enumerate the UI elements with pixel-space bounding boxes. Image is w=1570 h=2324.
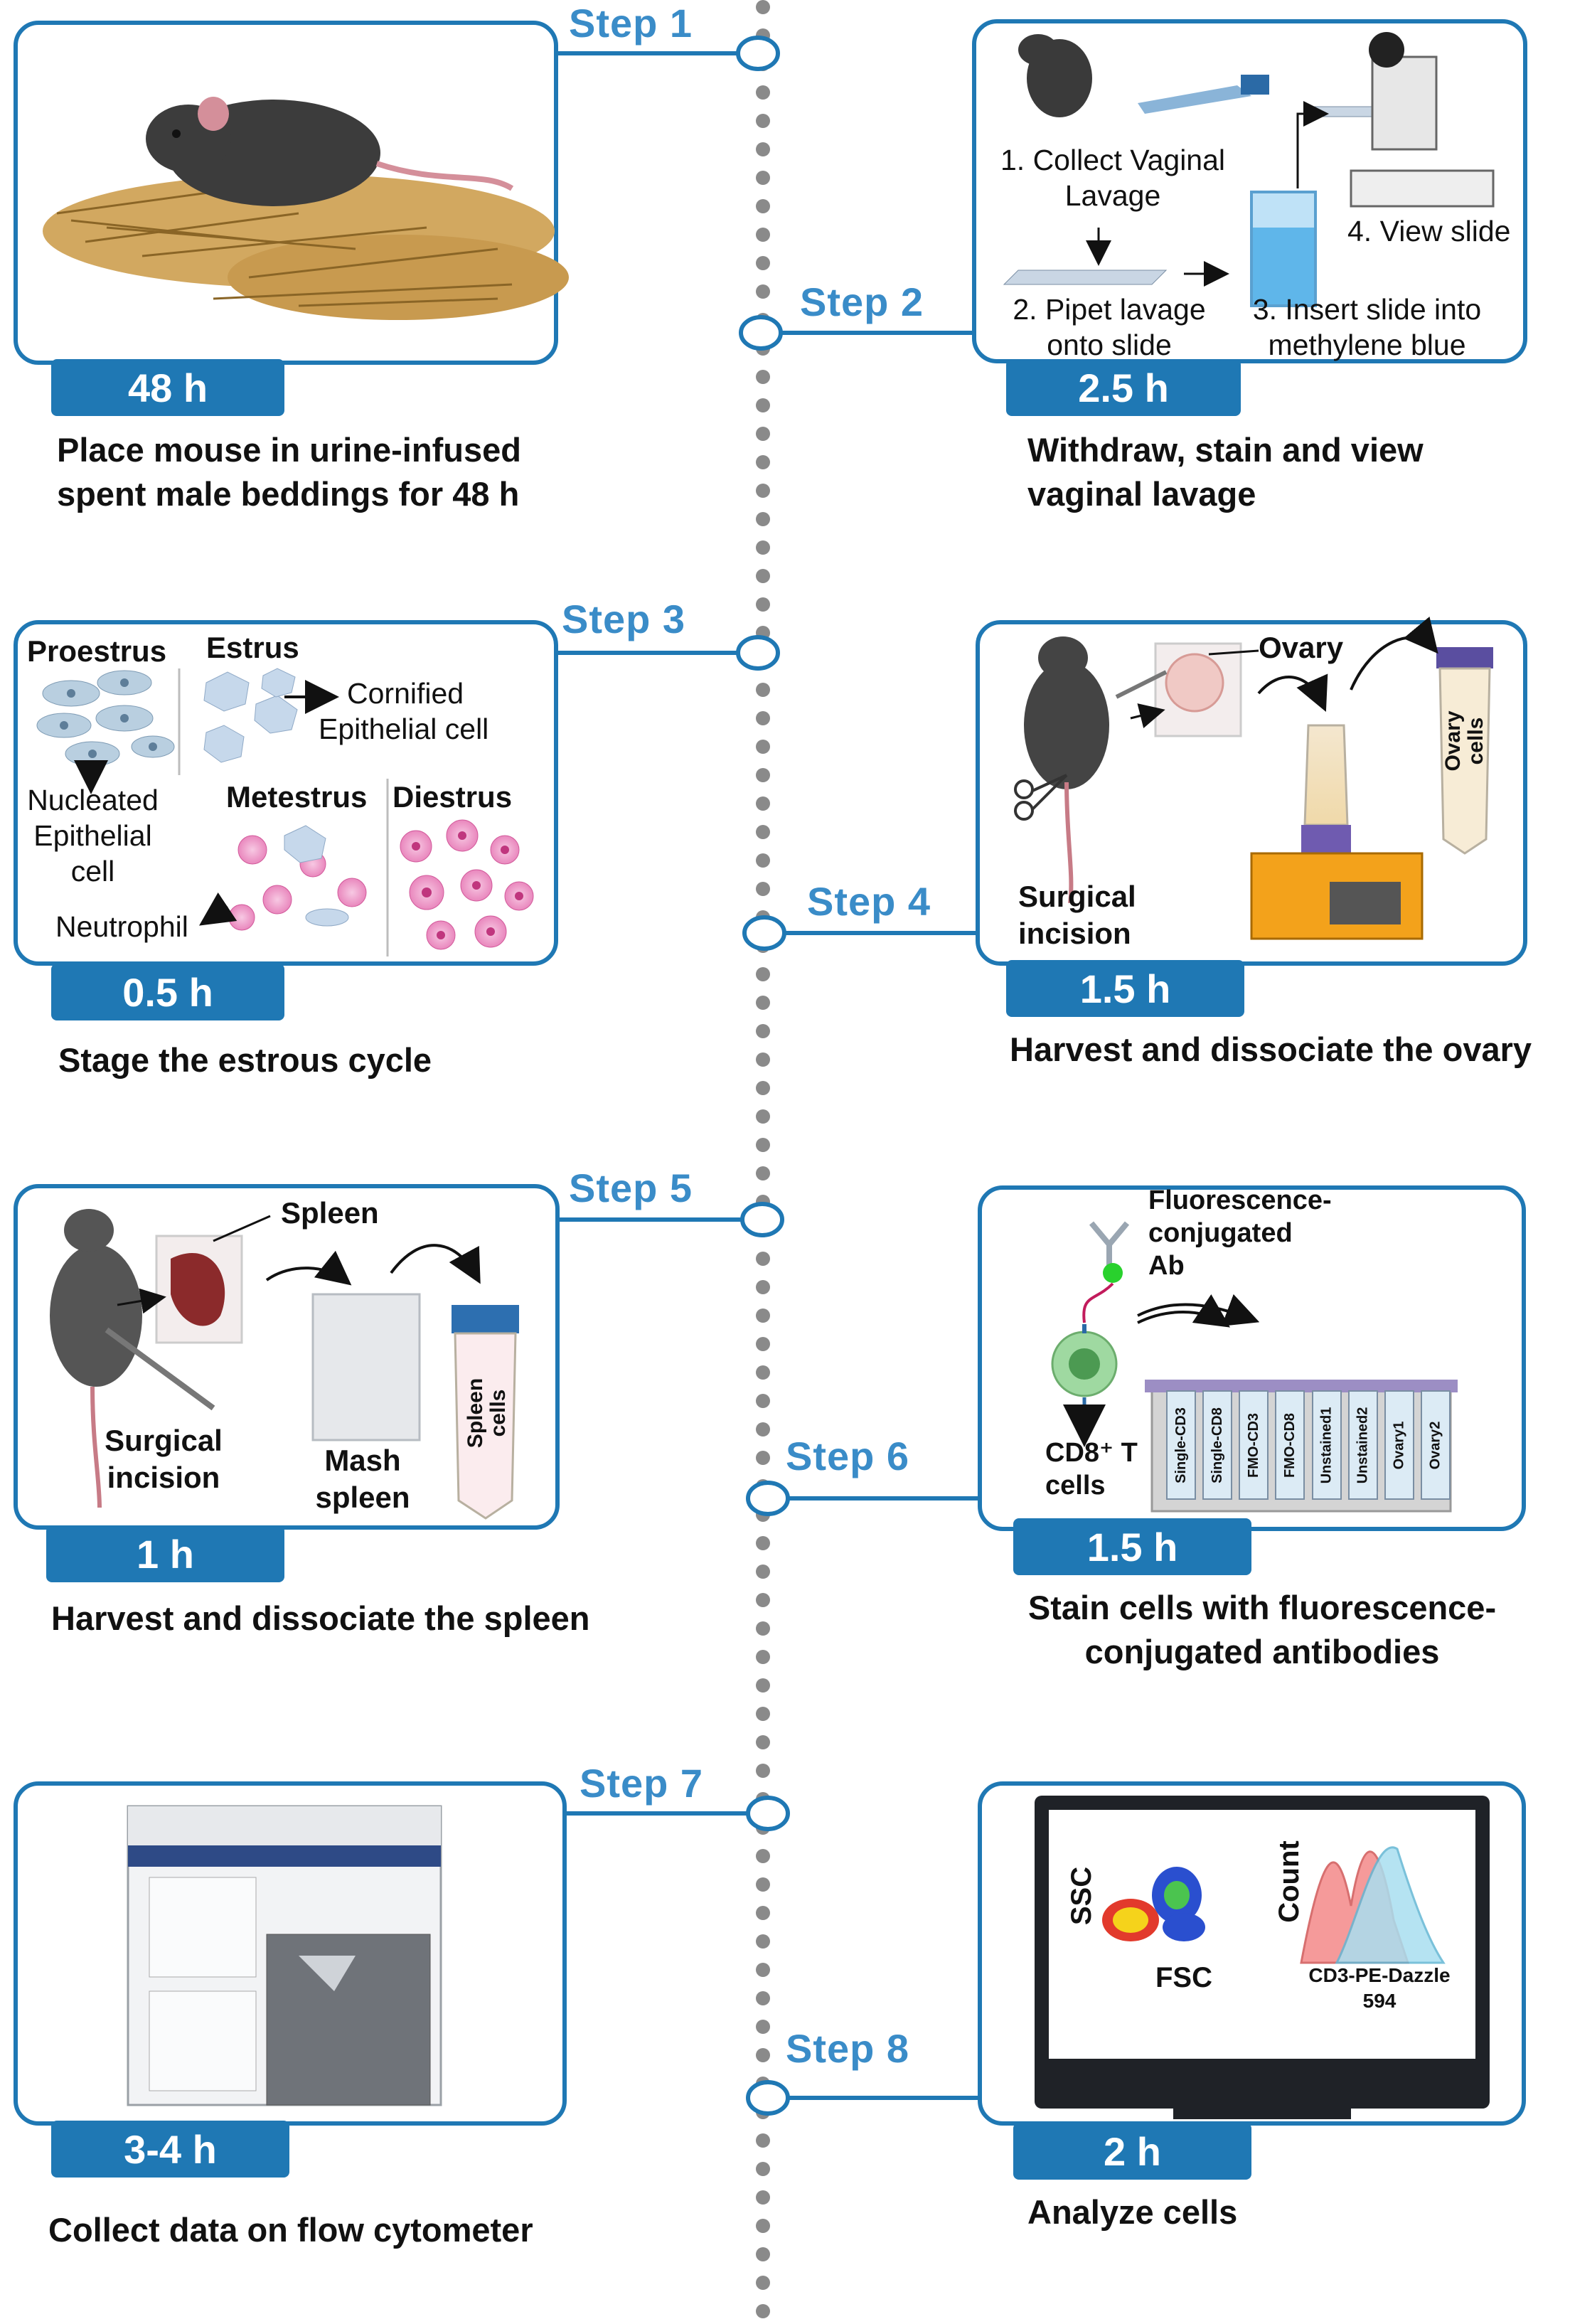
sample-tube: Unstained2	[1347, 1390, 1378, 1500]
mash-spleen-label: Mash spleen	[315, 1444, 410, 1514]
caption-step6: Stain cells with fluorescence- conjugate…	[1027, 1589, 1497, 1670]
caption-step7: Collect data on flow cytometer	[48, 2211, 533, 2249]
antibody-label: Fluorescence- conjugated Ab	[1148, 1185, 1332, 1281]
step7-illustration	[127, 1805, 442, 2106]
ovary-tube-label: Ovary cells	[1441, 710, 1488, 772]
duration-badge-step4: 1.5 h	[1006, 960, 1244, 1017]
caption-step5: Harvest and dissociate the spleen	[51, 1599, 590, 1637]
neutrophil-label: Neutrophil	[55, 910, 188, 943]
step3-illustration	[36, 668, 534, 956]
caption-step3: Stage the estrous cycle	[58, 1041, 432, 1079]
step-4-label: Step 4	[807, 879, 931, 924]
ssc-axis-label: SSC	[1066, 1866, 1098, 1926]
insert-slide-label: 3. Insert slide into methylene blue	[1252, 293, 1482, 361]
caption-step1: Place mouse in urine-infused spent male …	[57, 431, 521, 513]
caption-step8: Analyze cells	[1027, 2193, 1238, 2231]
step5-illustration	[50, 1209, 519, 1520]
surgical-incision-label-step5: Surgical incision	[105, 1424, 223, 1494]
step-8-label: Step 8	[786, 2026, 910, 2071]
metestrus-label: Metestrus	[226, 780, 368, 814]
duration-badge-step1: 48 h	[51, 359, 284, 416]
duration-badge-step8: 2 h	[1013, 2123, 1251, 2180]
spleen-tube-label: Spleen cells	[464, 1377, 510, 1449]
step8-illustration	[1035, 1796, 1490, 2119]
diestrus-label: Diestrus	[392, 780, 513, 814]
sample-tube: Ovary1	[1384, 1390, 1414, 1500]
surgical-incision-label-step4: Surgical incision	[1018, 880, 1136, 950]
fsc-axis-label: FSC	[1155, 1962, 1212, 1993]
step1-illustration	[43, 97, 569, 320]
step-6-label: Step 6	[786, 1434, 910, 1478]
timeline-nodes	[555, 36, 981, 2116]
sample-tube: FMO-CD8	[1275, 1390, 1305, 1500]
step2-illustration	[1003, 32, 1495, 307]
duration-badge-step6: 1.5 h	[1013, 1518, 1251, 1575]
ovary-label: Ovary	[1259, 631, 1344, 664]
duration-badge-step2: 2.5 h	[1006, 359, 1241, 416]
caption-step4: Harvest and dissociate the ovary	[1010, 1030, 1532, 1068]
step4-illustration	[1014, 616, 1493, 940]
histogram-axis-label: CD3-PE-Dazzle 594	[1308, 1964, 1451, 2012]
collect-lavage-label: 1. Collect Vaginal Lavage	[1000, 144, 1226, 212]
proestrus-label: Proestrus	[27, 634, 167, 668]
step-1-label: Step 1	[569, 1, 693, 46]
step-3-label: Step 3	[562, 597, 686, 641]
duration-badge-step7: 3-4 h	[51, 2121, 289, 2178]
step-7-label: Step 7	[580, 1761, 704, 1806]
sample-tube: Unstained1	[1311, 1390, 1342, 1500]
tube-rack: Single-CD3 Single-CD8 FMO-CD3 FMO-CD8 Un…	[1166, 1390, 1451, 1500]
caption-step2: Withdraw, stain and view vaginal lavage	[1027, 431, 1424, 513]
count-axis-label: Count	[1273, 1840, 1305, 1923]
pipet-lavage-label: 2. Pipet lavage onto slide	[1013, 293, 1206, 361]
sample-tube: Single-CD3	[1166, 1390, 1196, 1500]
sample-tube: FMO-CD3	[1239, 1390, 1269, 1500]
nucleated-label: Nucleated Epithelial cell	[27, 784, 159, 888]
estrus-label: Estrus	[206, 631, 299, 664]
view-slide-label: 4. View slide	[1347, 215, 1511, 247]
cd8-t-cells-label: CD8⁺ T cells	[1045, 1438, 1138, 1501]
cornified-label: Cornified Epithelial cell	[319, 677, 489, 745]
step-5-label: Step 5	[569, 1166, 693, 1210]
sample-tube: Single-CD8	[1202, 1390, 1233, 1500]
duration-badge-step5: 1 h	[46, 1525, 284, 1582]
spleen-label: Spleen	[281, 1196, 379, 1230]
sample-tube: Ovary2	[1420, 1390, 1451, 1500]
duration-badge-step3: 0.5 h	[51, 964, 284, 1020]
step-2-label: Step 2	[800, 279, 924, 324]
